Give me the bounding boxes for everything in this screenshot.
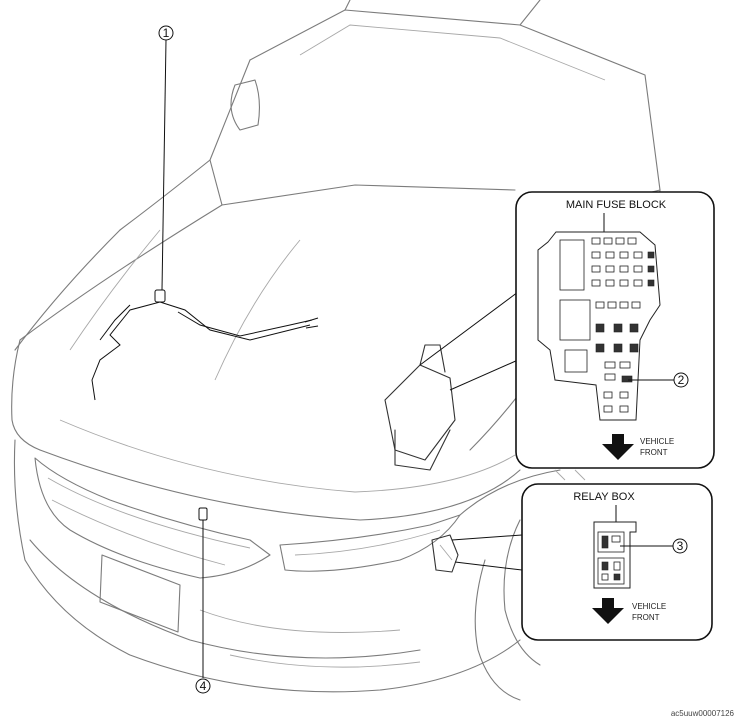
zoom-line-relay-b xyxy=(454,561,523,571)
component-4-icon xyxy=(198,507,208,521)
vehicle-front-label-b-line1: VEHICLE xyxy=(632,602,666,611)
callout-1-number: 1 xyxy=(163,26,170,40)
callout-2-number: 2 xyxy=(678,373,685,387)
callout-1: 1 xyxy=(158,25,174,41)
vehicle-front-arrow-icon-relay xyxy=(592,598,624,624)
vehicle-front-label-line1: VEHICLE xyxy=(640,437,674,446)
vehicle-front-label-b-line2: FRONT xyxy=(632,613,660,622)
relay-box-housing xyxy=(431,534,459,573)
callout-1-leader xyxy=(161,39,167,291)
main-fuse-block-panel: MAIN FUSE BLOCK xyxy=(515,191,715,469)
image-code: ac5uuw00007126 xyxy=(671,709,735,718)
vehicle-front-label-line2: FRONT xyxy=(640,448,668,457)
callout-2: 2 xyxy=(673,372,689,388)
callout-4-number: 4 xyxy=(200,679,207,693)
main-fuse-block-housing xyxy=(384,344,456,471)
relay-box-panel: RELAY BOX VEHICLE FRONT xyxy=(521,483,713,641)
callout-3-number: 3 xyxy=(677,539,684,553)
washer-hose xyxy=(91,289,319,401)
fuse-grid xyxy=(559,237,655,413)
vehicle-front-arrow-icon xyxy=(602,434,634,460)
main-fuse-block-label: MAIN FUSE BLOCK xyxy=(566,199,667,211)
zoom-line-fuse-b xyxy=(449,359,519,391)
relay-box-label: RELAY BOX xyxy=(573,491,635,503)
callout-3: 3 xyxy=(672,538,688,554)
vehicle-outline xyxy=(11,0,661,701)
callout-4: 4 xyxy=(195,678,211,694)
zoom-line-relay-a xyxy=(451,534,523,541)
zoom-line-fuse-a xyxy=(419,291,519,366)
